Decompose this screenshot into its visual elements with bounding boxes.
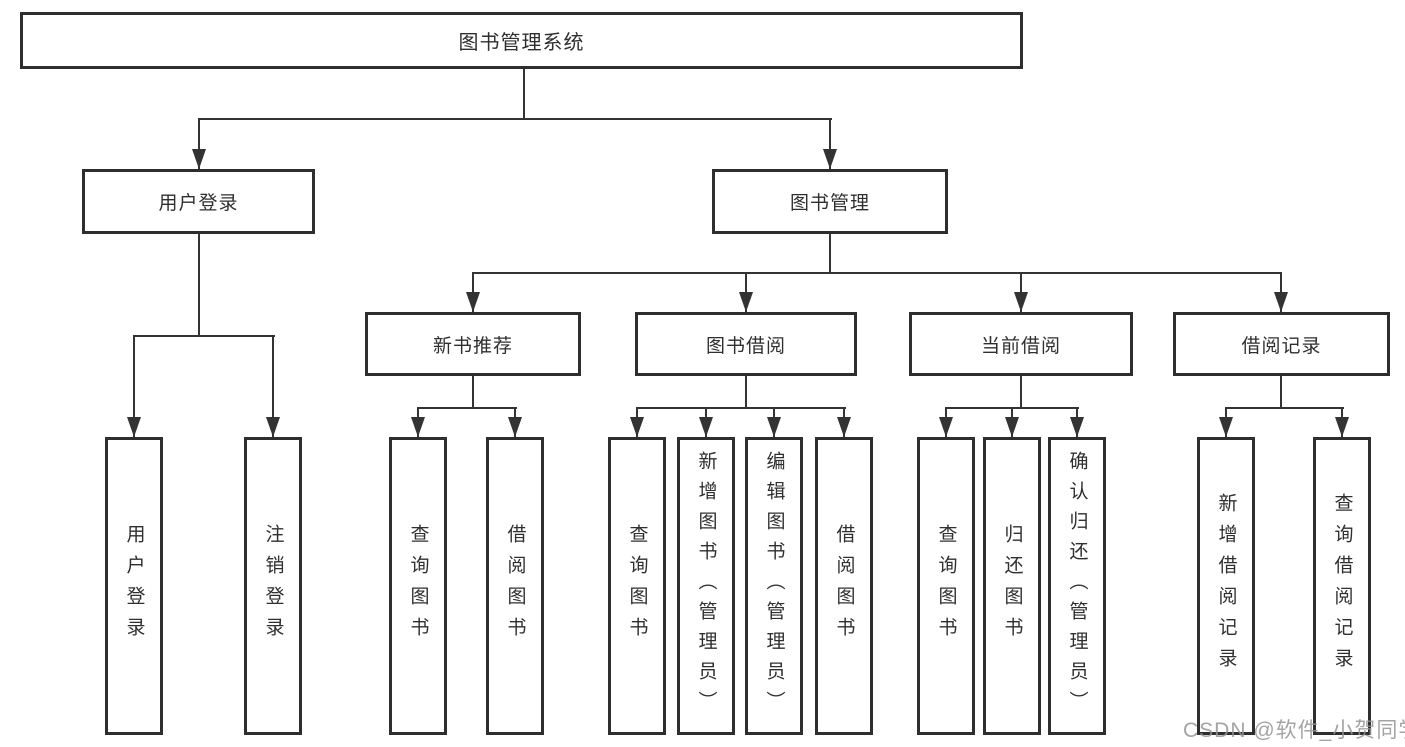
connector-line bbox=[472, 376, 474, 408]
arrowhead-down-icon bbox=[411, 417, 425, 437]
arrowhead-down-icon bbox=[767, 417, 781, 437]
node-current-borrow: 当前借阅 bbox=[909, 312, 1133, 376]
node-book-management-label: 图书管理 bbox=[789, 193, 870, 214]
leaf-bb-edit-books-admin: 编辑图书（管理员） bbox=[745, 437, 803, 735]
node-book-management: 图书管理 bbox=[712, 169, 948, 234]
leaf-cb-query-books-label: 查询图书 bbox=[935, 524, 957, 648]
connector-line bbox=[198, 118, 200, 169]
arrowhead-down-icon bbox=[1335, 417, 1349, 437]
leaf-br-query-record: 查询借阅记录 bbox=[1313, 437, 1371, 735]
node-user-login: 用户登录 bbox=[82, 169, 315, 234]
leaf-bb-borrow-books-label: 借阅图书 bbox=[833, 524, 855, 648]
connector-line bbox=[417, 407, 517, 409]
connector-line bbox=[1020, 376, 1022, 408]
arrowhead-down-icon bbox=[939, 417, 953, 437]
node-root: 图书管理系统 bbox=[20, 12, 1023, 69]
node-new-book-recommend-label: 新书推荐 bbox=[432, 335, 513, 357]
leaf-nb-query-books: 查询图书 bbox=[389, 437, 447, 735]
arrowhead-down-icon bbox=[1070, 417, 1084, 437]
leaf-nb-query-books-label: 查询图书 bbox=[407, 524, 429, 648]
leaf-bb-add-books-admin: 新增图书（管理员） bbox=[677, 437, 735, 735]
leaf-bb-query-books-label: 查询图书 bbox=[626, 524, 648, 648]
node-current-borrow-label: 当前借阅 bbox=[980, 335, 1061, 357]
connector-line bbox=[745, 376, 747, 408]
arrowhead-down-icon bbox=[1219, 417, 1233, 437]
node-root-label: 图书管理系统 bbox=[458, 32, 585, 54]
leaf-cb-return-books: 归还图书 bbox=[983, 437, 1041, 735]
arrowhead-down-icon bbox=[466, 292, 480, 312]
arrowhead-down-icon bbox=[630, 417, 644, 437]
leaf-cb-return-books-label: 归还图书 bbox=[1001, 524, 1023, 648]
node-new-book-recommend: 新书推荐 bbox=[365, 312, 581, 376]
arrowhead-down-icon bbox=[1014, 292, 1028, 312]
connector-line bbox=[198, 118, 832, 120]
connector-line bbox=[133, 335, 135, 437]
leaf-user-login-label: 用户登录 bbox=[123, 524, 145, 648]
arrowhead-down-icon bbox=[699, 417, 713, 437]
connector-line bbox=[133, 335, 275, 337]
leaf-user-login: 用户登录 bbox=[105, 437, 163, 735]
connector-line bbox=[829, 234, 831, 274]
arrowhead-down-icon bbox=[127, 417, 141, 437]
leaf-logout: 注销登录 bbox=[244, 437, 302, 735]
arrowhead-down-icon bbox=[266, 417, 280, 437]
connector-line bbox=[523, 69, 525, 119]
leaf-cb-query-books: 查询图书 bbox=[917, 437, 975, 735]
node-borrow-records-label: 借阅记录 bbox=[1241, 335, 1322, 357]
arrowhead-down-icon bbox=[192, 149, 206, 169]
leaf-nb-borrow-books-label: 借阅图书 bbox=[504, 524, 526, 648]
leaf-bb-edit-books-admin-label: 编辑图书（管理员） bbox=[763, 451, 785, 721]
connector-line bbox=[272, 335, 274, 437]
leaf-cb-confirm-return-admin: 确认归还（管理员） bbox=[1048, 437, 1106, 735]
connector-line bbox=[1225, 407, 1344, 409]
arrowhead-down-icon bbox=[1005, 417, 1019, 437]
arrowhead-down-icon bbox=[508, 417, 522, 437]
arrowhead-down-icon bbox=[1274, 292, 1288, 312]
arrowhead-down-icon bbox=[823, 149, 837, 169]
connector-line bbox=[829, 118, 831, 169]
leaf-br-query-record-label: 查询借阅记录 bbox=[1331, 493, 1353, 679]
leaf-bb-query-books: 查询图书 bbox=[608, 437, 666, 735]
csdn-watermark: CSDN @软件_小贺同学 bbox=[1183, 714, 1405, 744]
connector-line bbox=[198, 234, 200, 337]
arrowhead-down-icon bbox=[837, 417, 851, 437]
leaf-nb-borrow-books: 借阅图书 bbox=[486, 437, 544, 735]
leaf-bb-add-books-admin-label: 新增图书（管理员） bbox=[695, 451, 717, 721]
connector-line bbox=[472, 272, 1282, 274]
connector-line bbox=[636, 407, 846, 409]
leaf-cb-confirm-return-admin-label: 确认归还（管理员） bbox=[1066, 451, 1088, 721]
node-user-login-label: 用户登录 bbox=[158, 193, 239, 214]
leaf-logout-label: 注销登录 bbox=[262, 524, 284, 648]
csdn-watermark-text: CSDN @软件_小贺同学 bbox=[1183, 719, 1405, 742]
leaf-br-add-record-label: 新增借阅记录 bbox=[1215, 493, 1237, 679]
connector-line bbox=[1280, 376, 1282, 408]
node-borrow-records: 借阅记录 bbox=[1173, 312, 1390, 376]
arrowhead-down-icon bbox=[739, 292, 753, 312]
node-book-borrow-label: 图书借阅 bbox=[705, 335, 786, 357]
leaf-br-add-record: 新增借阅记录 bbox=[1197, 437, 1255, 735]
node-book-borrow: 图书借阅 bbox=[635, 312, 857, 376]
leaf-bb-borrow-books: 借阅图书 bbox=[815, 437, 873, 735]
